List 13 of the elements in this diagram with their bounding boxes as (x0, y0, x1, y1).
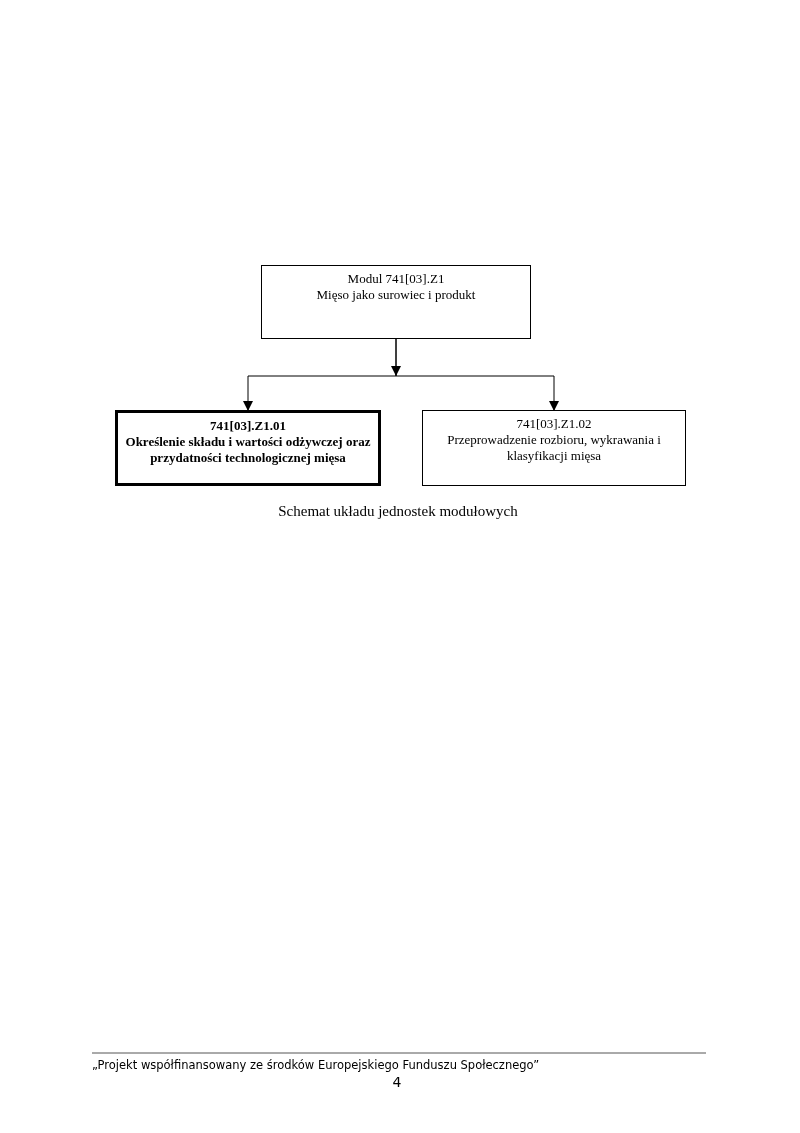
page-number: 4 (391, 1074, 403, 1090)
module-box (115, 410, 381, 486)
module-box (261, 265, 531, 339)
module-title: Przeprowadzenie rozbioru, wykrawania i klasyfikacji mięsa (446, 432, 662, 464)
module-code: 741[03].Z1.02 (515, 416, 593, 432)
module-code: Modul 741[03].Z1 (346, 271, 446, 287)
connector-arrow (395, 338, 559, 411)
module-title: Mięso jako surowiec i produkt (315, 287, 477, 303)
module-box (422, 410, 686, 486)
module-title: Określenie składu i wartości odżywczej oraz przydatności technologicznej mięsa (124, 434, 372, 466)
caption: Schemat układu jednostek modułowych (277, 503, 519, 520)
module-code: 741[03].Z1.01 (209, 418, 287, 434)
footer-note: „Projekt współfinansowany ze środków Europejskiego Funduszu Społecznego” (92, 1058, 540, 1072)
